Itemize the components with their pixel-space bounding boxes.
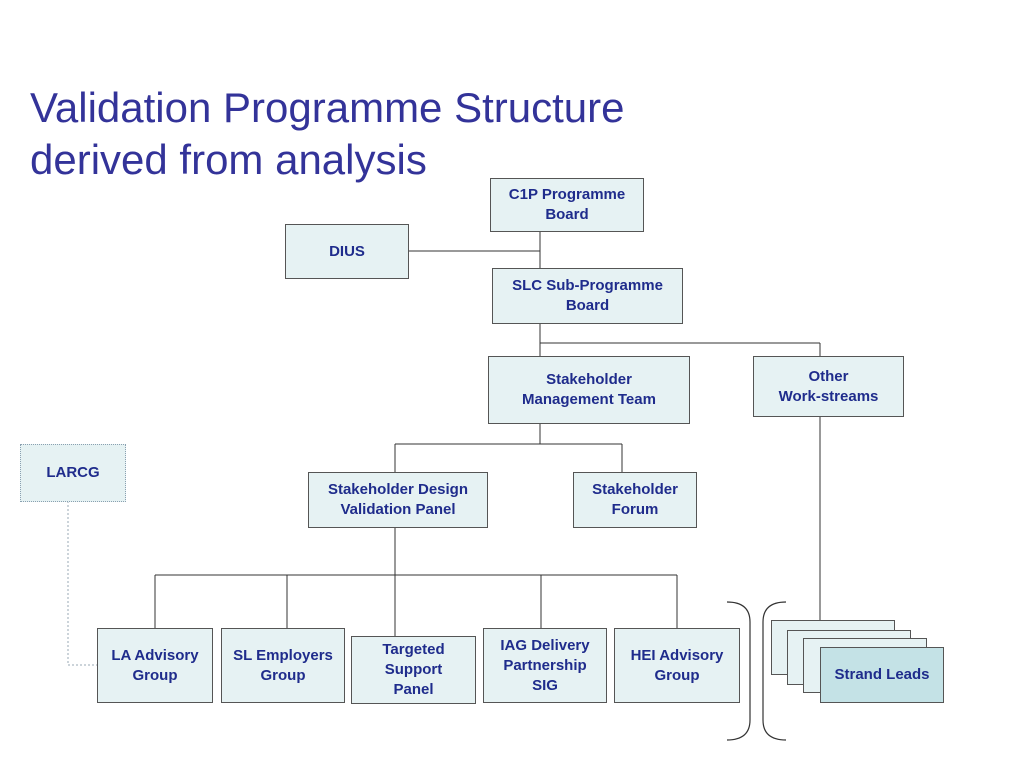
stakeholder-forum-box: Stakeholder Forum (573, 472, 697, 528)
slc-sub-programme-board-box: SLC Sub-Programme Board (492, 268, 683, 324)
strand-leads-box: Strand Leads (820, 647, 944, 703)
c1p-programme-board-box: C1P Programme Board (490, 178, 644, 232)
page-title: Validation Programme Structure derived f… (30, 82, 624, 186)
targeted-support-panel-box: Targeted Support Panel (351, 636, 476, 704)
sl-employers-group-box: SL Employers Group (221, 628, 345, 703)
title-line-1: Validation Programme Structure (30, 84, 625, 131)
other-work-streams-box: Other Work-streams (753, 356, 904, 417)
stakeholder-design-validation-panel-box: Stakeholder Design Validation Panel (308, 472, 488, 528)
title-line-2: derived from analysis (30, 136, 427, 183)
iag-delivery-partnership-sig-box: IAG Delivery Partnership SIG (483, 628, 607, 703)
hei-advisory-group-box: HEI Advisory Group (614, 628, 740, 703)
stakeholder-management-team-box: Stakeholder Management Team (488, 356, 690, 424)
larcg-box: LARCG (20, 444, 126, 502)
dius-box: DIUS (285, 224, 409, 279)
la-advisory-group-box: LA Advisory Group (97, 628, 213, 703)
